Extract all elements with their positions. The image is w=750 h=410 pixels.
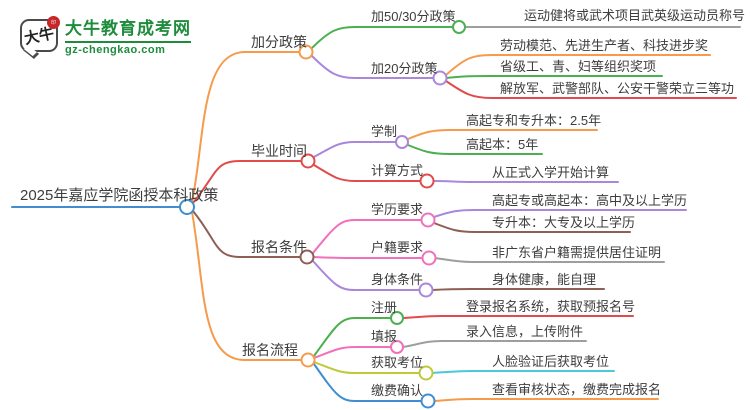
node-physical-condition-circle [418, 282, 434, 298]
leaf-provincial-org-awards[interactable]: 省级工、青、妇等组织奖项 [500, 59, 657, 74]
branch-registration-process[interactable]: 报名流程 [242, 342, 298, 358]
logo-seal-icon: 印 [47, 15, 60, 29]
node-get-exam-seat[interactable]: 获取考位 [371, 355, 424, 370]
branch-registration-conditions[interactable]: 报名条件 [251, 239, 307, 255]
node-plus-20-circle [432, 70, 448, 86]
branch-registration-process-circle [300, 352, 316, 368]
branch-registration-conditions-circle [299, 249, 315, 265]
leaf-health-self-care[interactable]: 身体健康，能自理 [492, 272, 597, 287]
node-physical-condition[interactable]: 身体条件 [371, 272, 424, 287]
leaf-model-worker-awards[interactable]: 劳动模范、先进生产者、科技进步奖 [500, 38, 709, 53]
node-calculation-method[interactable]: 计算方式 [371, 163, 424, 178]
leaf-get-seat-detail[interactable]: 人脸验证后获取考位 [492, 354, 610, 369]
node-residence-requirement-circle [421, 250, 437, 266]
logo-bubble-icon: 大牛 印 [20, 15, 60, 52]
branch-graduation-time-circle [300, 153, 316, 169]
node-fill-in-circle [390, 340, 404, 354]
leaf-register-detail[interactable]: 登录报名系统，获取预报名号 [466, 299, 636, 314]
leaf-duration-2-5-years[interactable]: 高起专和专升本：2.5年 [466, 113, 602, 128]
root-node-circle [179, 199, 195, 215]
brand-name: 大牛教育成考网 [65, 19, 191, 38]
node-register[interactable]: 注册 [371, 300, 398, 315]
node-payment-confirm-circle [420, 393, 436, 409]
node-payment-confirm[interactable]: 缴费确认 [371, 383, 424, 398]
leaf-residence-proof[interactable]: 非广东省户籍需提供居住证明 [492, 245, 662, 260]
leaf-edu-highschool-or-above[interactable]: 高起专或高起本：高中及以上学历 [492, 193, 688, 208]
leaf-payment-detail[interactable]: 查看审核状态，缴费完成报名 [492, 382, 662, 397]
node-fill-in[interactable]: 填报 [371, 329, 398, 344]
leaf-duration-5-years[interactable]: 高起本：5年 [466, 137, 539, 152]
node-residence-requirement[interactable]: 户籍要求 [371, 240, 424, 255]
leaf-calc-from-enrollment[interactable]: 从正式入学开始计算 [492, 165, 610, 180]
node-get-seat-circle [418, 365, 434, 381]
node-plus-50-30-circle [452, 20, 466, 34]
node-calculation-method-circle [419, 173, 435, 189]
node-plus-20-policy[interactable]: 加20分政策 [371, 61, 438, 76]
branch-bonus-policy[interactable]: 加分政策 [251, 34, 307, 50]
branch-bonus-policy-circle [298, 44, 314, 60]
branch-graduation-time[interactable]: 毕业时间 [251, 143, 307, 159]
node-plus-50-30-policy[interactable]: 加50/30分政策 [371, 9, 456, 24]
node-education-requirement-circle [420, 212, 436, 228]
leaf-athlete-title[interactable]: 运动健将或武术项目武英级运动员称号 [524, 8, 746, 23]
leaf-military-merit[interactable]: 解放军、武警部队、公安干警荣立三等功 [500, 81, 735, 96]
leaf-fill-in-detail[interactable]: 录入信息，上传附件 [466, 324, 584, 339]
brand-logo[interactable]: 大牛 印 大牛教育成考网 gz-chengkao.com [20, 14, 191, 56]
node-study-duration[interactable]: 学制 [371, 124, 398, 139]
leaf-edu-college-or-above[interactable]: 专升本：大专及以上学历 [492, 215, 636, 230]
brand-domain: gz-chengkao.com [65, 41, 191, 56]
node-study-duration-circle [395, 135, 409, 149]
root-node[interactable]: 2025年嘉应学院函授本科政策 [20, 187, 219, 204]
node-education-requirement[interactable]: 学历要求 [371, 202, 424, 217]
node-register-circle [390, 311, 404, 325]
brand-text-block: 大牛教育成考网 gz-chengkao.com [65, 14, 191, 56]
